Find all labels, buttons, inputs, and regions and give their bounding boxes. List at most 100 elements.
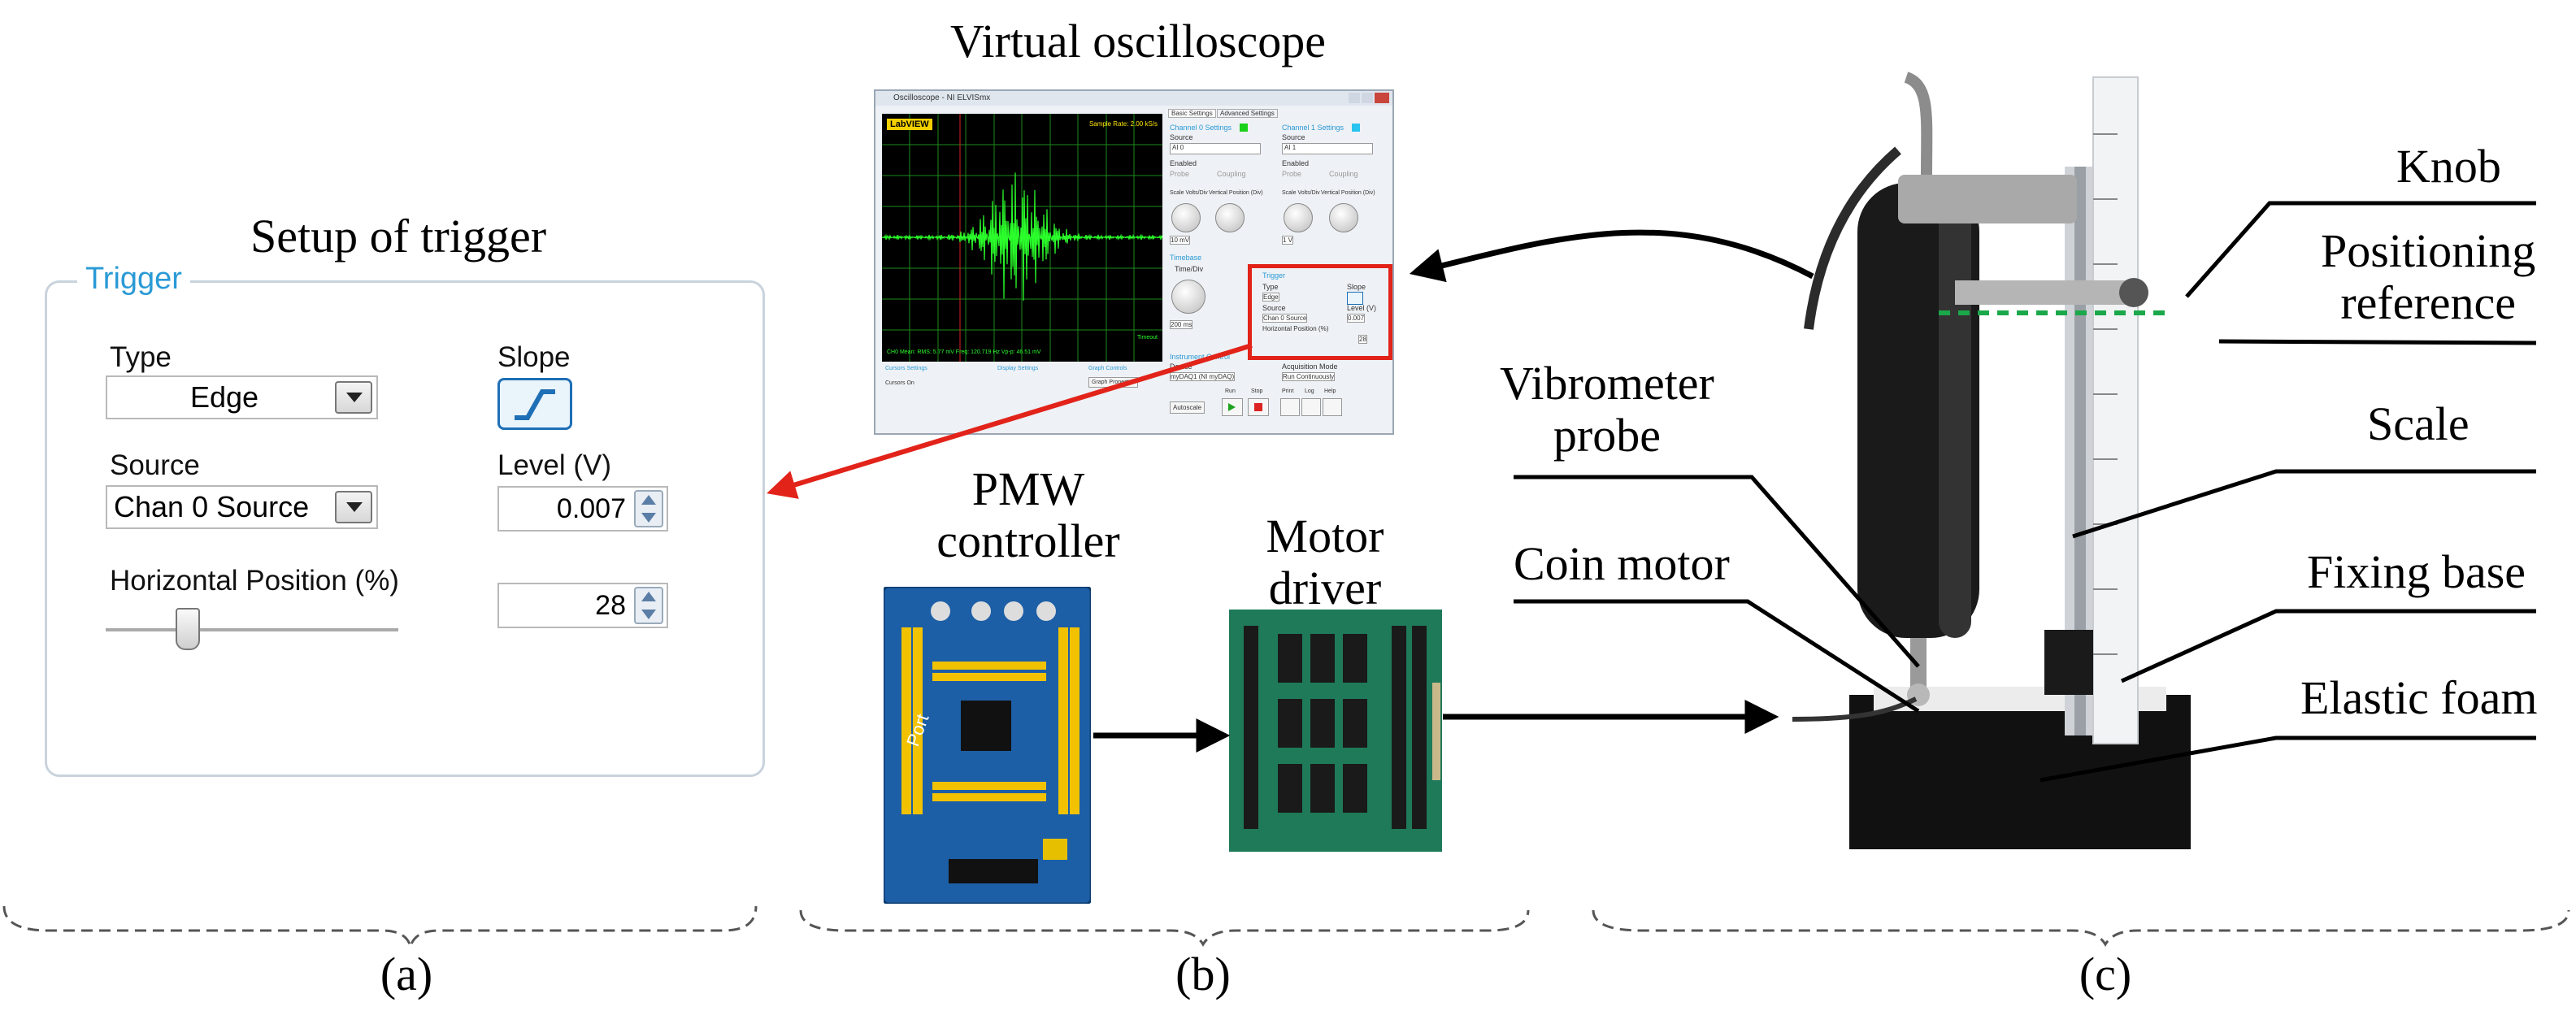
channel-1-source-value: AI 1 <box>1284 144 1297 151</box>
source-select[interactable]: Chan 0 Source <box>106 485 378 529</box>
pwm-controller-label: PMW controller <box>894 463 1162 567</box>
instrument-control-label: Instrument Control <box>1170 353 1231 361</box>
scope-level-value[interactable]: 0.007 <box>1347 314 1366 323</box>
oscilloscope-trace <box>881 172 1163 301</box>
horizontal-position-slider-track[interactable] <box>106 628 398 631</box>
channel-1-vpos-knob[interactable] <box>1329 203 1358 232</box>
experimental-setup-photo <box>1776 69 2361 849</box>
cursors-on-checkbox[interactable]: Cursors On <box>885 380 914 386</box>
sample-rate-readout: Sample Rate: 2.00 kS/s <box>1088 120 1158 128</box>
scope-source-value[interactable]: Chan 0 Source <box>1262 314 1308 323</box>
scope-type-value[interactable]: Edge <box>1262 293 1279 302</box>
measurement-readout: CH0 Mean: RMS: 5.77 mV Freq: 120.719 Hz … <box>887 349 1041 355</box>
vibrometer-probe-line1: Vibrometer <box>1500 357 1714 410</box>
caption-a: (a) <box>380 948 433 1000</box>
close-icon[interactable] <box>1375 93 1389 103</box>
chevron-down-icon[interactable] <box>335 491 372 523</box>
motor-driver-label-line2: driver <box>1268 562 1382 614</box>
channel-1-source-select[interactable]: AI 1 <box>1282 143 1373 154</box>
scope-type-label: Type <box>1262 283 1279 291</box>
timeout-readout: Timeout <box>1136 335 1158 341</box>
channel-0-source-label: Source <box>1170 133 1193 141</box>
brace-a <box>2 905 758 948</box>
stop-button[interactable] <box>1248 398 1269 416</box>
horizontal-position-slider-thumb[interactable] <box>175 608 200 650</box>
scope-trigger-label: Trigger <box>1262 271 1286 280</box>
channel-1-scale-value[interactable]: 1 V <box>1282 236 1294 245</box>
vibrometer-probe-label: Vibrometer probe <box>1500 358 1714 462</box>
oscilloscope-graph <box>881 114 1163 362</box>
experimental-setup-drawing <box>1792 72 2191 849</box>
scope-slope-button[interactable] <box>1347 292 1363 305</box>
channel-1-color-swatch <box>1352 124 1360 132</box>
minimize-icon[interactable] <box>1349 93 1360 103</box>
scope-hpos-value[interactable]: 28 <box>1358 335 1367 344</box>
horizontal-position-label: Horizontal Position (%) <box>110 565 399 597</box>
stop-button-label: Stop <box>1251 388 1263 394</box>
pwm-controller-board-image: Port <box>882 585 1093 905</box>
level-value: 0.007 <box>556 492 626 524</box>
motor-driver-label-line1: Motor <box>1266 510 1384 562</box>
acquisition-mode-label: Acquisition Mode <box>1282 362 1338 371</box>
tab-basic-settings[interactable]: Basic Settings <box>1168 109 1216 118</box>
type-select[interactable]: Edge <box>106 375 378 419</box>
chevron-down-icon[interactable] <box>335 381 372 414</box>
channel-0-vpos-label: Vertical Position (Div) <box>1209 190 1263 196</box>
horizontal-position-spinner[interactable] <box>634 587 663 624</box>
channel-0-scale-knob[interactable] <box>1171 203 1201 232</box>
device-select[interactable]: myDAQ1 (NI myDAQ) <box>1170 372 1236 381</box>
help-button[interactable] <box>1323 398 1342 416</box>
trigger-detail-arrow <box>767 343 1253 499</box>
window-controls[interactable] <box>1349 93 1389 103</box>
level-label: Level (V) <box>497 449 612 481</box>
timebase-value[interactable]: 200 ms <box>1170 320 1193 329</box>
log-button[interactable] <box>1301 398 1321 416</box>
type-select-value: Edge <box>189 380 259 414</box>
labview-logo: LabVIEW <box>887 119 932 130</box>
channel-1-enabled-checkbox[interactable]: Enabled <box>1282 159 1310 167</box>
positioning-reference-label: Positioning reference <box>2321 225 2535 329</box>
run-button[interactable] <box>1222 398 1243 416</box>
positioning-reference-line1: Positioning <box>2321 224 2536 277</box>
caption-c: (c) <box>2079 948 2132 1000</box>
caption-b: (b) <box>1175 948 1231 1000</box>
maximize-icon[interactable] <box>1362 93 1373 103</box>
channel-0-scale-value[interactable]: 10 mV <box>1170 236 1191 245</box>
channel-1-probe-label: Probe <box>1282 170 1302 178</box>
source-label: Source <box>110 449 200 481</box>
slope-label: Slope <box>497 341 571 373</box>
scope-slope-label: Slope <box>1347 283 1366 291</box>
vibrometer-probe-line2: probe <box>1553 409 1661 462</box>
tab-advanced-settings[interactable]: Advanced Settings <box>1217 109 1278 118</box>
oscilloscope-display: LabVIEW Sample Rate: 2.00 kS/s CH0 Mean:… <box>881 114 1163 362</box>
scale-label: Scale <box>2367 397 2470 450</box>
timebase-knob[interactable] <box>1171 280 1205 314</box>
graph-controls-label: Graph Controls <box>1088 366 1127 371</box>
coin-motor-label: Coin motor <box>1514 537 1730 590</box>
knob-label: Knob <box>2396 140 2501 193</box>
fixing-base-leader <box>2120 609 2536 683</box>
level-input[interactable]: 0.007 <box>497 486 668 532</box>
brace-c <box>1592 909 2570 947</box>
scope-hpos-label: Horizontal Position (%) <box>1262 325 1329 332</box>
level-spinner[interactable] <box>634 490 663 527</box>
log-button-label: Log <box>1305 388 1314 394</box>
rising-edge-slope-button[interactable] <box>497 378 572 430</box>
channel-1-scale-knob[interactable] <box>1284 203 1313 232</box>
scope-source-label: Source <box>1262 304 1286 312</box>
acquisition-mode-select[interactable]: Run Continuously <box>1282 372 1336 381</box>
autoscale-button[interactable]: Autoscale <box>1170 401 1205 414</box>
channel-0-enabled-checkbox[interactable]: Enabled <box>1170 159 1197 167</box>
print-button[interactable] <box>1280 398 1300 416</box>
trigger-highlight-box <box>1248 264 1392 360</box>
channel-0-vpos-knob[interactable] <box>1215 203 1245 232</box>
timebase-label: Timebase <box>1170 254 1202 262</box>
pwm-controller-label-line2: controller <box>936 514 1120 567</box>
pwm-controller-label-line1: PMW <box>971 462 1085 515</box>
channel-0-source-select[interactable]: AI 0 <box>1170 143 1261 154</box>
positioning-leader <box>2218 339 2537 345</box>
scope-level-label: Level (V) <box>1347 304 1377 312</box>
channel-0-settings-label: Channel 0 Settings <box>1170 124 1232 132</box>
print-button-label: Print <box>1282 388 1294 394</box>
horizontal-position-input[interactable]: 28 <box>497 583 668 628</box>
